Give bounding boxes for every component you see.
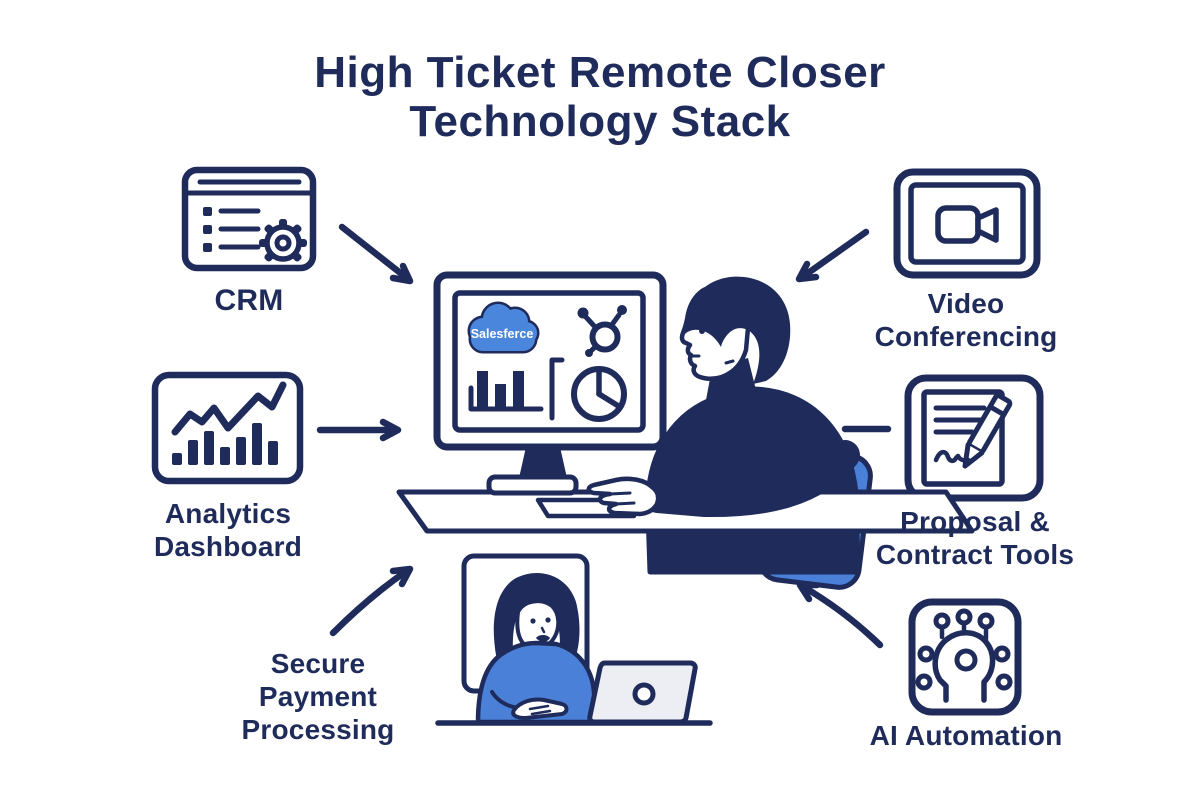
center-scene: Salesferce [396, 271, 975, 726]
title-line-2: Technology Stack [409, 97, 791, 147]
salesforce-cloud-text: Salesferce [471, 327, 534, 341]
arrow-ai-to-center [796, 581, 884, 649]
woman-on-call [475, 572, 599, 725]
man-hand [586, 476, 661, 517]
man-hair [684, 276, 791, 384]
proposal-contract-label: Proposal & Contract Tools [875, 506, 1075, 571]
hubspot-sprocket [577, 305, 627, 357]
secure-payment-label: Secure Payment Processing [241, 648, 395, 746]
monitor-stand-base [486, 474, 579, 496]
man-arm [643, 440, 860, 518]
gear-icon [259, 219, 307, 262]
document-pencil-icon [904, 374, 1044, 502]
woman-hands [511, 697, 569, 720]
video-conferencing-label: Video Conferencing [874, 288, 1058, 353]
woman-hair [493, 572, 580, 666]
ai-automation-label: AI Automation [869, 720, 1063, 751]
arrow-video-to-center [795, 228, 870, 283]
analytics-dashboard-label: Analytics Dashboard [153, 498, 303, 563]
screen-divider [549, 357, 565, 421]
laptop [587, 660, 698, 725]
woman-body [475, 640, 599, 725]
bar-chart [468, 371, 544, 412]
browser-gear-icon [181, 166, 317, 272]
pencil-icon [962, 393, 1013, 469]
monitor: Salesferce [433, 271, 667, 451]
line-bar-chart-icon [151, 371, 304, 485]
salesforce-cloud: Salesferce [467, 301, 540, 354]
pie-chart [571, 366, 627, 422]
page-title: High Ticket Remote Closer Technology Sta… [0, 48, 1200, 147]
monitor-stand-neck [519, 447, 567, 478]
title-line-1: High Ticket Remote Closer [314, 48, 886, 97]
crm-label: CRM [214, 284, 284, 317]
laptop-logo [632, 682, 656, 706]
arrow-crm-to-center [338, 223, 414, 285]
arrow-analytics-to-center [316, 418, 402, 442]
ai-head-circuit-icon [908, 598, 1022, 716]
video-camera-icon [893, 168, 1041, 279]
arrow-payment-to-center [329, 565, 414, 637]
